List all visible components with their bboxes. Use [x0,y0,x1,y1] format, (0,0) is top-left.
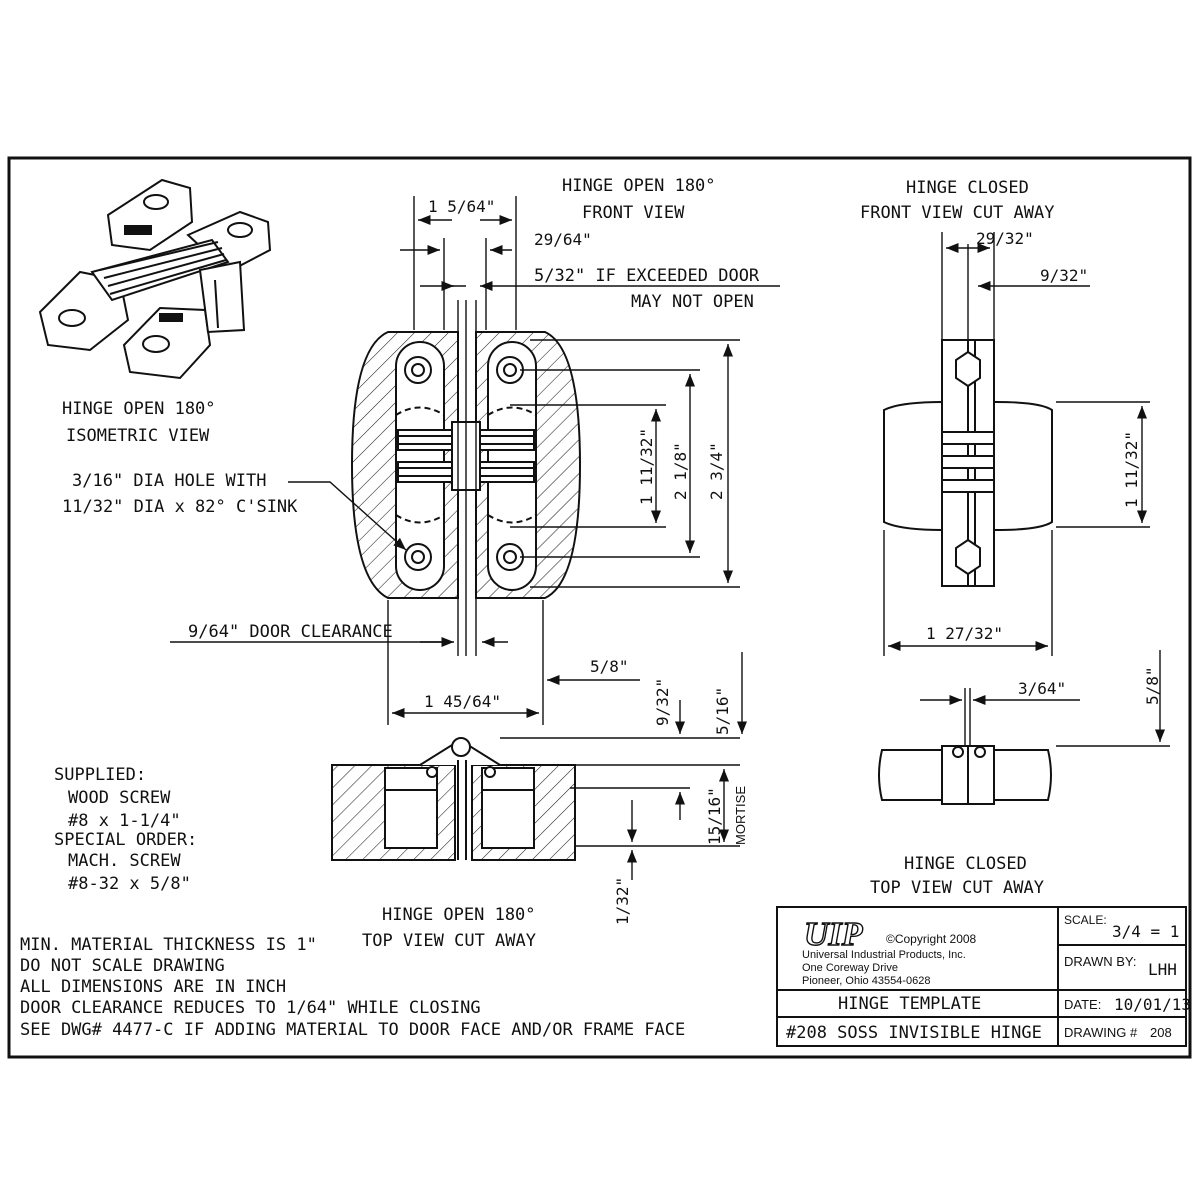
copyright: ©Copyright 2008 [886,932,977,946]
mortise-label: MORTISE [733,786,748,845]
drawing-value: 208 [1150,1025,1172,1040]
dim-2-3-4: 2 3/4" [707,442,726,500]
dim-5-8-bottom: 5/8" [590,657,629,676]
dim-2-1-8: 2 1/8" [671,442,690,500]
hole-note-1: 3/16" DIA HOLE WITH [72,471,266,491]
top-view-open [331,737,576,861]
address-2: Pioneer, Ohio 43554-0628 [802,975,930,987]
dim-1-5-64: 1 5/64" [428,197,495,216]
title-block [776,906,1187,1047]
general-notes: MIN. MATERIAL THICKNESS IS 1" DO NOT SCA… [20,935,685,1040]
top-open-title-1: HINGE OPEN 180° [382,905,536,925]
dim-1-11-32-right: 1 11/32" [1122,431,1141,508]
svg-text:ALL DIMENSIONS ARE IN INCH: ALL DIMENSIONS ARE IN INCH [20,977,286,997]
svg-text:SUPPLIED:: SUPPLIED: [54,765,146,785]
closed-front-title-1: HINGE CLOSED [906,178,1029,198]
dim-3-64: 3/64" [1018,679,1066,698]
dim-29-64: 29/64" [534,230,592,249]
iso-title-1: HINGE OPEN 180° [62,399,216,419]
dim-1-27-32: 1 27/32" [926,624,1003,643]
scale-label: SCALE: [1064,913,1107,927]
dim-1-45-64: 1 45/64" [424,692,501,711]
company-name: Universal Industrial Products, Inc. [802,949,966,961]
closed-front-hinge [883,339,1053,587]
front-dim-lines [170,196,780,725]
svg-text:SEE DWG# 4477-C IF ADDING MATE: SEE DWG# 4477-C IF ADDING MATERIAL TO DO… [20,1020,685,1040]
svg-text:DO NOT SCALE DRAWING: DO NOT SCALE DRAWING [20,956,225,976]
svg-text:DOOR CLEARANCE REDUCES TO 1/64: DOOR CLEARANCE REDUCES TO 1/64" WHILE CL… [20,998,481,1018]
svg-text:MIN. MATERIAL THICKNESS IS 1": MIN. MATERIAL THICKNESS IS 1" [20,935,317,955]
front-title-1: HINGE OPEN 180° [562,176,716,196]
date-label: DATE: [1064,997,1101,1012]
svg-text:#8-32 x 5/8": #8-32 x 5/8" [68,874,191,894]
drawing-border [7,156,1192,1059]
dim-1-32: 1/32" [613,877,632,925]
svg-text:SPECIAL ORDER:: SPECIAL ORDER: [54,830,197,850]
dim-5-8-right: 5/8" [1143,666,1162,705]
closed-top-title-1: HINGE CLOSED [904,854,1027,874]
address-1: One Coreway Drive [802,962,898,974]
top-view-dim-lines [500,652,748,880]
top-open-title-2: TOP VIEW CUT AWAY [362,931,536,951]
svg-text:MACH. SCREW: MACH. SCREW [68,851,181,871]
note-5-32-1: 5/32" IF EXCEEDED DOOR [534,266,760,286]
date-value: 10/01/13 [1114,995,1191,1014]
dim-15-16: 15/16" [705,787,724,845]
closed-top-title-2: TOP VIEW CUT AWAY [870,878,1044,898]
door-clearance-note: 9/64" DOOR CLEARANCE [188,622,393,642]
svg-text:WOOD SCREW: WOOD SCREW [68,788,171,808]
dim-1-11-32: 1 11/32" [637,428,656,505]
drawn-value: LHH [1148,960,1177,979]
svg-text:#8 x 1-1/4": #8 x 1-1/4" [68,811,181,831]
dim-9-32-top: 9/32" [653,678,672,726]
isometric-hinge [38,178,272,380]
note-5-32-2: MAY NOT OPEN [631,292,754,312]
supplied-note: SUPPLIED: WOOD SCREW #8 x 1-1/4" SPECIAL… [54,765,197,894]
drawn-label: DRAWN BY: [1064,954,1136,969]
hole-note-2: 11/32" DIA x 82° C'SINK [62,497,298,517]
dim-9-32-right: 9/32" [1040,266,1088,285]
front-title-2: FRONT VIEW [582,203,685,223]
dim-5-16: 5/16" [713,687,732,735]
dim-29-32: 29/32" [976,229,1034,248]
product-name: #208 SOSS INVISIBLE HINGE [786,1023,1042,1043]
closed-front-dim-lines [883,232,1150,656]
scale-value: 3/4 = 1 [1112,922,1179,941]
closed-front-title-2: FRONT VIEW CUT AWAY [860,203,1054,223]
closed-top-hinge [878,745,1052,805]
drawing-label: DRAWING # [1064,1025,1138,1040]
template-name: HINGE TEMPLATE [838,994,981,1014]
closed-top-dim-lines [920,650,1170,747]
uip-logo: UIP [804,916,863,953]
iso-title-2: ISOMETRIC VIEW [66,426,210,446]
